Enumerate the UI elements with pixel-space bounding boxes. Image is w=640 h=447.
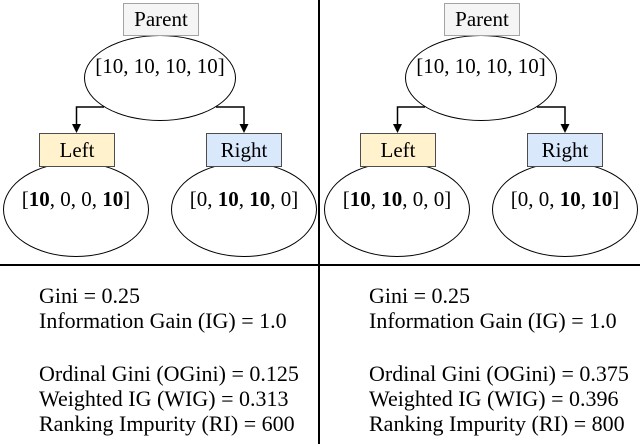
distribution-value-token: ]: [123, 187, 131, 211]
metric-weighted-ig: Weighted IG (WIG) = 0.313: [39, 386, 289, 411]
right-child-label-box: Right: [206, 133, 282, 167]
left-child-node-ellipse: [324, 162, 470, 257]
horizontal-divider: [0, 264, 640, 266]
distribution-value-token: [10, 10, 10, 10]: [416, 54, 546, 78]
parent-label: Parent: [134, 7, 188, 31]
distribution-value-token: [10, 10, 10, 10]: [95, 54, 225, 78]
metric-ordinal-gini: Ordinal Gini (OGini) = 0.375: [369, 361, 629, 386]
right-child-label: Right: [541, 137, 589, 162]
left-child-class-distribution: [10, 10, 0, 0]: [324, 187, 470, 212]
metric-information-gain: Information Gain (IG) = 1.0: [39, 308, 287, 333]
distribution-value-token: ,: [370, 187, 382, 211]
left-child-label-box: Left: [39, 133, 115, 167]
standard-metrics-group: Gini = 0.25 Information Gain (IG) = 1.0: [39, 283, 299, 333]
left-child-label: Left: [59, 137, 95, 162]
parent-label-box: Parent: [123, 3, 199, 36]
metric-ranking-impurity: Ranking Impurity (RI) = 800: [369, 411, 625, 436]
parent-class-distribution: [10, 10, 10, 10]: [64, 54, 256, 79]
tree-panel-left: Parent [10, 10, 10, 10] Left [10, 0, 0, …: [0, 0, 320, 264]
distribution-value-token: [: [21, 187, 29, 211]
edge-to-right-child: [537, 106, 570, 133]
distribution-value-token: , 0]: [270, 187, 299, 211]
left-child-class-distribution: [10, 0, 0, 10]: [3, 187, 149, 212]
distribution-value-token: ,: [238, 187, 250, 211]
right-child-label-box: Right: [527, 133, 603, 167]
left-child-label-box: Left: [360, 133, 436, 167]
parent-label-box: Parent: [444, 3, 520, 36]
distribution-value-token: 10: [591, 187, 613, 211]
metric-ranking-impurity: Ranking Impurity (RI) = 600: [39, 411, 295, 436]
tree-panel-right: Parent [10, 10, 10, 10] Left [10, 10, 0,…: [321, 0, 640, 264]
distribution-value-token: ,: [580, 187, 592, 211]
standard-metrics-group: Gini = 0.25 Information Gain (IG) = 1.0: [369, 283, 629, 333]
distribution-value-token: , 0, 0,: [49, 187, 103, 211]
left-child-label: Left: [380, 137, 416, 162]
metric-information-gain: Information Gain (IG) = 1.0: [369, 308, 617, 333]
distribution-value-token: 10: [249, 187, 271, 211]
edge-to-left-child: [72, 106, 104, 133]
distribution-value-token: 10: [102, 187, 124, 211]
distribution-value-token: 10: [217, 187, 239, 211]
left-child-node-ellipse: [3, 162, 149, 257]
distribution-value-token: [0, 0,: [510, 187, 560, 211]
distribution-value-token: 10: [28, 187, 50, 211]
right-child-class-distribution: [0, 10, 10, 0]: [171, 187, 317, 212]
ordinal-metrics-group: Ordinal Gini (OGini) = 0.125 Weighted IG…: [39, 361, 299, 436]
right-child-node-ellipse: [171, 162, 317, 257]
distribution-value-token: ]: [612, 187, 620, 211]
tree-edges: [72, 106, 249, 133]
distribution-value-token: [: [342, 187, 350, 211]
distribution-value-token: , 0, 0]: [402, 187, 452, 211]
metrics-block-left: Gini = 0.25 Information Gain (IG) = 1.0 …: [39, 283, 299, 436]
distribution-value-token: 10: [559, 187, 581, 211]
vertical-divider: [318, 0, 320, 444]
metric-gini: Gini = 0.25: [39, 283, 141, 308]
metric-weighted-ig: Weighted IG (WIG) = 0.396: [369, 386, 619, 411]
distribution-value-token: 10: [381, 187, 403, 211]
parent-class-distribution: [10, 10, 10, 10]: [385, 54, 577, 79]
parent-node-ellipse: [84, 35, 236, 121]
right-child-label: Right: [220, 137, 268, 162]
edge-to-left-child: [393, 106, 425, 133]
metrics-block-right: Gini = 0.25 Information Gain (IG) = 1.0 …: [369, 283, 629, 436]
metric-gini: Gini = 0.25: [369, 283, 471, 308]
parent-label: Parent: [455, 7, 509, 31]
edge-to-right-child: [216, 106, 249, 133]
distribution-value-token: [0,: [189, 187, 218, 211]
ordinal-metrics-group: Ordinal Gini (OGini) = 0.375 Weighted IG…: [369, 361, 629, 436]
distribution-value-token: 10: [349, 187, 371, 211]
parent-node-ellipse: [405, 35, 557, 121]
tree-edges: [393, 106, 570, 133]
right-child-class-distribution: [0, 0, 10, 10]: [492, 187, 638, 212]
metric-ordinal-gini: Ordinal Gini (OGini) = 0.125: [39, 361, 299, 386]
